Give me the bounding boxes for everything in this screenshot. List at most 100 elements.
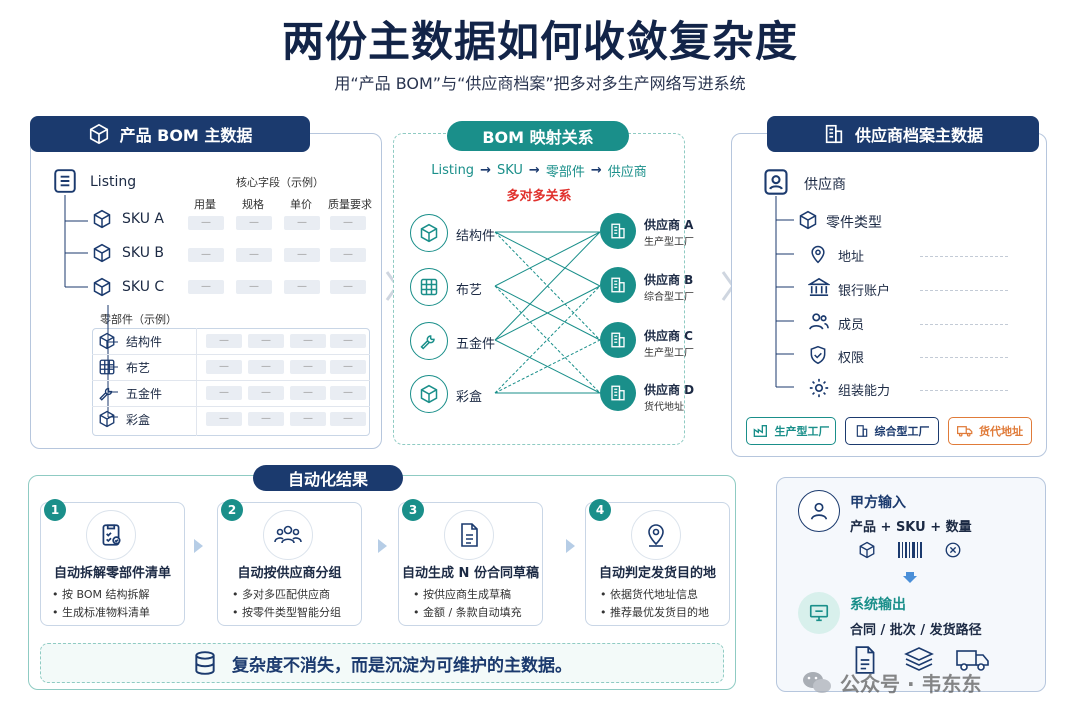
row-divider xyxy=(92,354,370,355)
step-title: 自动拆解零部件清单 xyxy=(53,566,171,581)
summary-banner: 复杂度不消失，而是沉淀为可维护的主数据。 xyxy=(40,643,724,683)
field-cell: — xyxy=(284,248,320,262)
part-cell: — xyxy=(290,360,326,374)
list-icon xyxy=(52,168,78,194)
part-cell: — xyxy=(290,412,326,426)
sku-tree-lines xyxy=(64,195,88,288)
many-to-many-label: 多对多关系 xyxy=(506,189,572,204)
step-title: 自动按供应商分组 xyxy=(237,566,342,581)
row-divider xyxy=(92,406,370,407)
supplier-node xyxy=(600,375,636,411)
sku-label: SKU A xyxy=(122,211,164,227)
supplier-name: 供应商 B xyxy=(644,273,694,287)
field-cell: — xyxy=(284,280,320,294)
supplier-panel xyxy=(731,133,1047,457)
supplier-name: 供应商 C xyxy=(644,329,693,343)
group-icon xyxy=(263,510,313,560)
flow-step: Listing xyxy=(431,163,475,178)
many-to-many-links xyxy=(494,231,601,394)
wrench-icon xyxy=(420,335,435,350)
type-tag-forwarder: 货代地址 xyxy=(948,417,1032,445)
cube-icon xyxy=(89,123,108,145)
part-node-label: 五金件 xyxy=(456,337,496,352)
person-card-icon xyxy=(762,168,790,196)
flow-step: 零部件 xyxy=(545,165,585,180)
flow-step: SKU xyxy=(496,163,523,178)
location-pin-icon xyxy=(631,510,681,560)
box-icon xyxy=(98,410,116,428)
type-tag-integrated: 综合型工厂 xyxy=(845,417,939,445)
cube-icon xyxy=(92,243,112,263)
parts-table xyxy=(92,328,370,436)
field-cell: — xyxy=(236,216,272,230)
sku-label: SKU B xyxy=(122,245,164,261)
supplier-attr: 组装能力 xyxy=(838,384,891,399)
supplier-attr: 权限 xyxy=(838,351,865,366)
building-icon xyxy=(856,425,867,437)
supplier-node xyxy=(600,213,636,249)
step-title: 自动生成 N 份合同草稿 xyxy=(402,566,539,581)
building-icon xyxy=(611,332,625,348)
arrow-right-icon: → xyxy=(480,163,491,178)
mapping-flow: Listing → SKU → 零部件 → 供应商 xyxy=(393,161,685,180)
field-cell: — xyxy=(330,280,366,294)
part-node xyxy=(410,214,448,252)
input-title: 甲方输入 xyxy=(850,495,906,511)
arrow-right-icon: → xyxy=(590,163,602,178)
supplier-node xyxy=(600,267,636,303)
building-icon xyxy=(611,385,625,401)
link-line xyxy=(494,339,601,394)
bom-panel-title: 产品 BOM 主数据 xyxy=(119,126,253,145)
cube-icon xyxy=(92,209,112,229)
part-cell: — xyxy=(290,386,326,400)
part-node-label: 彩盒 xyxy=(456,390,483,405)
part-cell: — xyxy=(248,386,284,400)
field-cell: — xyxy=(188,216,224,230)
part-label: 彩盒 xyxy=(126,413,151,427)
part-node-label: 结构件 xyxy=(456,229,496,244)
flow-step: 供应商 xyxy=(607,165,647,180)
summary-text: 复杂度不消失，而是沉淀为可维护的主数据。 xyxy=(232,655,572,676)
field-cell: — xyxy=(330,248,366,262)
field-cell: — xyxy=(236,280,272,294)
part-node-label: 布艺 xyxy=(456,283,483,298)
field-cell: — xyxy=(236,248,272,262)
parts-tree-lines xyxy=(107,305,118,418)
step-number: 3 xyxy=(402,499,424,521)
chevron-right-icon xyxy=(192,537,206,555)
field-header: 单价 xyxy=(290,198,312,211)
part-cell: — xyxy=(206,334,242,348)
part-cell: — xyxy=(330,360,366,374)
part-cell: — xyxy=(330,412,366,426)
wechat-icon xyxy=(803,671,831,693)
supplier-type: 生产型工厂 xyxy=(644,348,694,359)
part-cell: — xyxy=(248,360,284,374)
field-cell: — xyxy=(188,280,224,294)
supplier-attr: 成员 xyxy=(838,318,865,333)
multiply-icon xyxy=(944,541,962,559)
step-bullet: • 按零件类型智能分组 xyxy=(232,606,341,619)
supplier-attr: 地址 xyxy=(838,250,865,265)
part-cell: — xyxy=(330,334,366,348)
supplier-attr: 零件类型 xyxy=(826,215,882,231)
row-divider xyxy=(92,380,370,381)
cube-icon xyxy=(858,541,876,559)
supplier-attr: 银行账户 xyxy=(838,284,891,299)
truck-icon xyxy=(957,426,973,437)
supplier-root-label: 供应商 xyxy=(804,177,846,193)
step-number: 2 xyxy=(221,499,243,521)
cube-icon xyxy=(98,332,116,350)
bank-icon xyxy=(808,277,830,297)
layers-icon xyxy=(904,646,934,674)
parts-label: 零部件（示例） xyxy=(100,313,177,326)
location-pin-icon xyxy=(808,244,828,264)
output-text: 合同 / 批次 / 发货路径 xyxy=(850,623,982,638)
supplier-panel-title: 供应商档案主数据 xyxy=(854,126,983,145)
truck-icon xyxy=(956,648,990,672)
field-header: 用量 xyxy=(194,198,216,211)
type-tag-production: 生产型工厂 xyxy=(746,417,836,445)
step-bullet: • 推荐最优发货目的地 xyxy=(600,606,709,619)
field-header: 质量要求 xyxy=(328,198,372,211)
step-number: 1 xyxy=(44,499,66,521)
part-cell: — xyxy=(248,412,284,426)
